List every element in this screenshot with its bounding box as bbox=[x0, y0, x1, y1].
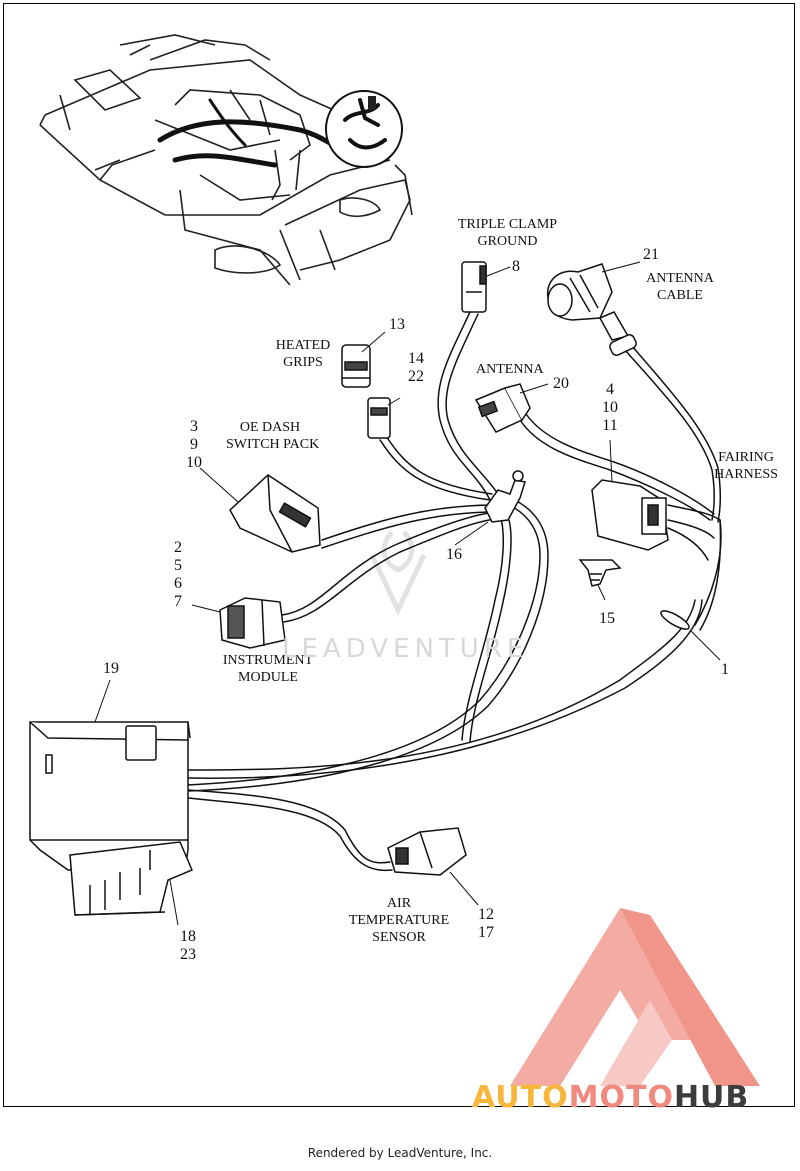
antenna-cable-connector bbox=[546, 263, 637, 356]
callout-16: 16 bbox=[446, 546, 462, 563]
footer-credit: Rendered by LeadVenture, Inc. bbox=[307, 1146, 493, 1160]
cable-tie-1 bbox=[660, 610, 690, 630]
callout-20: 20 bbox=[553, 375, 569, 392]
leadventure-watermark-text: LEADVENTURE bbox=[282, 634, 529, 664]
callout-8: 8 bbox=[512, 258, 520, 275]
leader-lines bbox=[94, 261, 721, 926]
detail-magnifier-circle bbox=[325, 90, 403, 168]
harness-clip-16 bbox=[484, 470, 526, 523]
module-bracket-18-23 bbox=[69, 841, 193, 916]
label-antenna: ANTENNA bbox=[476, 362, 544, 377]
callout-13: 13 bbox=[389, 316, 405, 333]
oe-dash-switch-pack-connector bbox=[229, 474, 321, 553]
push-pin-15 bbox=[578, 559, 622, 587]
harness-wires bbox=[187, 311, 722, 872]
frame-overview-illustration bbox=[39, 34, 413, 286]
logo-auto: AUTO bbox=[472, 1080, 569, 1115]
logo-hub: HUB bbox=[673, 1080, 750, 1115]
logo-moto: MOTO bbox=[568, 1080, 674, 1115]
callout-21: 21 bbox=[643, 246, 659, 263]
callout-15: 15 bbox=[599, 610, 615, 627]
antenna-connector bbox=[474, 383, 531, 433]
automotohub-logo-mark bbox=[510, 908, 760, 1086]
air-temperature-sensor-connector bbox=[387, 827, 467, 876]
heated-grips-connector bbox=[341, 344, 371, 388]
control-module-19 bbox=[29, 721, 191, 871]
callout-19: 19 bbox=[103, 660, 119, 677]
leadventure-watermark-emblem bbox=[369, 530, 427, 616]
callout-1: 1 bbox=[721, 661, 729, 678]
connector-14-22 bbox=[367, 397, 391, 439]
instrument-module-connector bbox=[219, 597, 286, 649]
triple-clamp-ground-connector bbox=[461, 261, 487, 313]
automotohub-logo-text: AUTOMOTOHUB bbox=[472, 1080, 749, 1115]
diagram-border bbox=[3, 3, 795, 1107]
connector-4-10-11 bbox=[591, 479, 669, 551]
